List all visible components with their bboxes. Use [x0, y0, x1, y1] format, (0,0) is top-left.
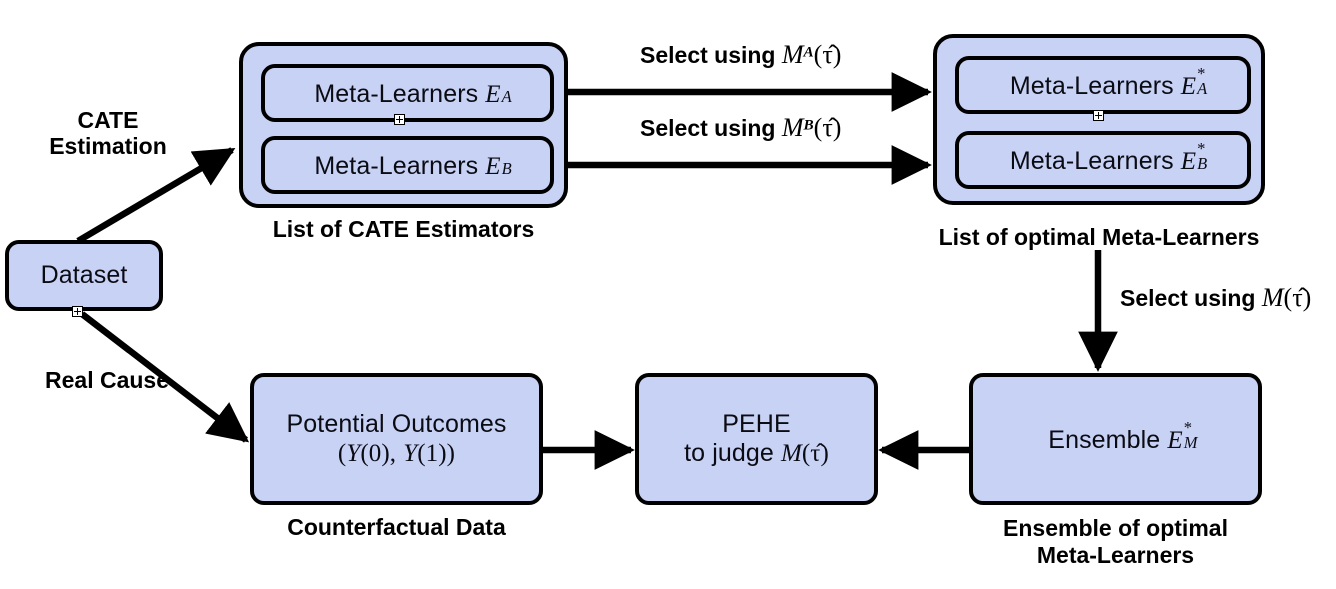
optimal-meta-learners-caption: List of optimal Meta-Learners: [938, 224, 1260, 250]
dataset-box[interactable]: Dataset: [5, 240, 163, 311]
resize-handle[interactable]: [1093, 110, 1104, 121]
edge-cate-estimation: [76, 147, 236, 244]
real-cause-edge-label: Real Cause: [45, 367, 170, 393]
ensemble-caption-line2: Meta-Learners: [1036, 541, 1195, 568]
pehe-label: PEHE to judge M(τ̂): [684, 409, 829, 468]
resize-handle[interactable]: [394, 114, 405, 125]
select-using-ma-label: Select using MA(τ̂): [640, 40, 842, 69]
potential-outcomes-box[interactable]: Potential Outcomes (Y(0), Y(1)): [250, 373, 543, 505]
potential-outcomes-label: Potential Outcomes (Y(0), Y(1)): [286, 409, 507, 468]
select-using-mb-label: Select using MB(τ̂): [640, 113, 842, 142]
ensemble-caption-line1: Ensemble of optimal: [1003, 515, 1228, 541]
pehe-box[interactable]: PEHE to judge M(τ̂): [635, 373, 878, 505]
resize-handle[interactable]: [72, 306, 83, 317]
select-using-m-label: Select using M(τ̂): [1120, 283, 1312, 312]
ensemble-caption: Ensemble of optimal Meta-Learners: [969, 515, 1262, 568]
dataset-label: Dataset: [40, 260, 128, 289]
counterfactual-data-caption: Counterfactual Data: [287, 514, 506, 540]
cate-estimators-caption: List of CATE Estimators: [272, 216, 535, 242]
cate-estimation-edge-label: CATE Estimation: [49, 107, 167, 160]
